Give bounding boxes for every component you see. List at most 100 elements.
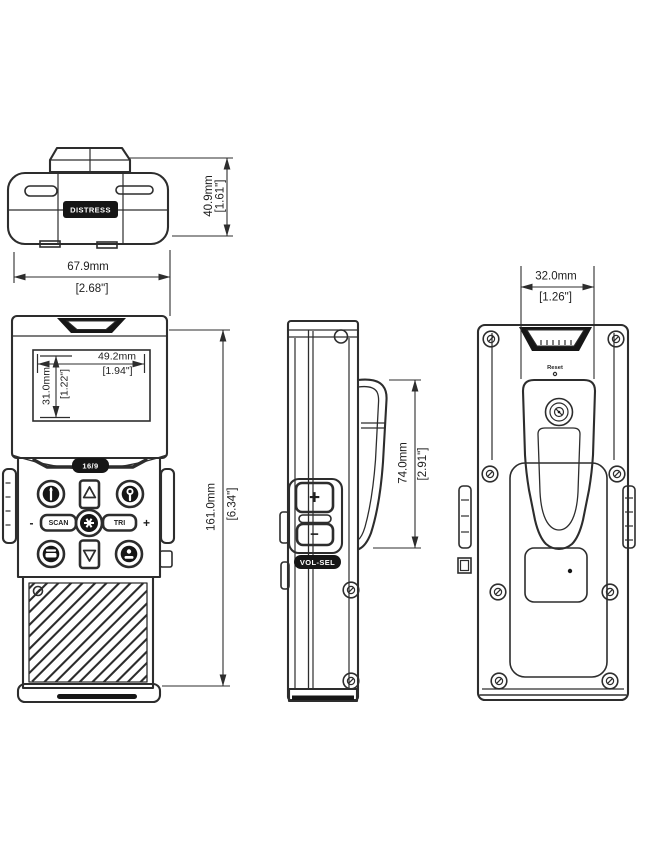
- keypad-plus-label: +: [143, 516, 150, 530]
- back-rail-right-ridges: [625, 497, 633, 541]
- dim-clip-width-in: [1.26"]: [539, 292, 572, 304]
- dim-front-width-mm: 67.9mm: [67, 261, 109, 273]
- keypad-button-bottom-right-face: [120, 545, 138, 563]
- back-rail-left-ridges: [461, 499, 469, 533]
- top-slot-right: [115, 185, 154, 195]
- front-upper-body: [10, 314, 169, 460]
- belt-clip-slot: [537, 427, 581, 531]
- ch-16-9-label: 16/9: [82, 462, 98, 471]
- reset-hole: [552, 371, 558, 377]
- side-button-right: [159, 467, 176, 545]
- alarm-icon-base: [124, 556, 134, 559]
- top-slot-left: [24, 185, 58, 197]
- asterisk-icon-c: [85, 518, 93, 528]
- power-icon-dot: [49, 488, 53, 492]
- top-view: DISTRESS: [6, 146, 170, 249]
- back-latch-left: [457, 557, 472, 574]
- side-bump-lower: [280, 561, 290, 590]
- belt-clip-profile-inner: [357, 385, 380, 541]
- belt-clip-screw-dot: [557, 410, 561, 414]
- keypad-button-top-right: [115, 479, 145, 509]
- keypad-button-bottom-left: [36, 539, 66, 569]
- distress-label: DISTRESS: [70, 206, 111, 215]
- screw-icon: [481, 465, 499, 483]
- mic-hole-slash: [35, 588, 41, 594]
- dimension-front-width: 67.9mm [2.68"]: [13, 250, 171, 316]
- dim-screen-width-in: [1.94"]: [103, 365, 133, 377]
- dim-top-height-mm: 40.9mm: [203, 175, 215, 217]
- dimension-screen-width: 49.2mm [1.94"]: [36, 351, 146, 377]
- belt-clip-back: [521, 378, 597, 551]
- dim-body-height-mm: 161.0mm: [206, 483, 218, 531]
- screw-icon: [490, 672, 508, 690]
- volume-down-button: [295, 522, 335, 547]
- dim-clip-length-mm: 74.0mm: [398, 442, 410, 484]
- screw-icon: [607, 330, 625, 348]
- side-bottom-bar: [292, 695, 354, 700]
- back-view: Reset: [457, 323, 636, 702]
- dim-clip-length-in: [2.91"]: [417, 448, 429, 481]
- front-bottom-bar: [57, 694, 137, 699]
- distress-button: [63, 201, 118, 218]
- battery-latch-grip: [540, 340, 572, 345]
- tri-button: [101, 513, 138, 532]
- mic-hole-icon: [32, 585, 44, 597]
- screw-icon: [608, 465, 626, 483]
- screw-icon: [342, 672, 360, 690]
- keypad-minus-label: -: [30, 516, 34, 530]
- screw-icon: [482, 330, 500, 348]
- reset-label: Reset: [547, 365, 563, 371]
- speaker-grille: [29, 583, 147, 682]
- volume-plus-glyph: +: [309, 488, 320, 509]
- battery-latch-inner: [526, 329, 585, 347]
- belt-clip-screw-boss: [544, 397, 574, 427]
- dim-body-height-in: [6.34"]: [227, 488, 239, 521]
- back-rail-left: [458, 485, 472, 549]
- screw-icon: [601, 583, 619, 601]
- ch-16-9-button: [72, 458, 109, 473]
- dimension-clip-length: 74.0mm [2.91"]: [373, 379, 429, 549]
- belt-clip-screw: [553, 406, 565, 418]
- belt-clip-profile: [356, 378, 388, 551]
- front-view: 16/9 - SCAN TRI +: [1, 314, 176, 704]
- speaker-housing: [21, 575, 155, 690]
- key-bezel-band: [32, 458, 148, 469]
- back-access-panel: [524, 547, 588, 603]
- screw-icon: [489, 583, 507, 601]
- vol-sel-badge: [294, 555, 341, 569]
- side-bottom-cap: [287, 687, 359, 703]
- belt-clip-screw-ring: [549, 402, 569, 422]
- rocker-divider: [298, 514, 332, 524]
- display: [32, 349, 151, 422]
- top-foot-left: [39, 240, 61, 248]
- dim-screen-width-mm: 49.2mm: [98, 351, 136, 363]
- dimension-clip-width: 32.0mm [1.26"]: [520, 266, 595, 379]
- dim-clip-width-mm: 32.0mm: [535, 271, 577, 283]
- screw-icon: [342, 581, 360, 599]
- back-body-outline: [476, 323, 630, 702]
- dimension-top-height: 40.9mm [1.61"]: [128, 157, 233, 237]
- top-body-outline: [6, 171, 170, 246]
- back-panel-hole: [567, 568, 573, 574]
- dim-top-height-in: [1.61"]: [215, 180, 227, 213]
- volume-minus-glyph: −: [310, 526, 319, 543]
- speaker-frame: [28, 582, 148, 683]
- down-triangle-icon: [82, 549, 97, 562]
- keypad: - SCAN TRI +: [30, 479, 150, 570]
- dimension-body-height: 161.0mm [6.34"]: [162, 329, 239, 687]
- vol-sel-label: VOL-SEL: [300, 558, 335, 567]
- dim-screen-height-in: [1.22"]: [59, 369, 71, 399]
- alarm-icon: [126, 549, 132, 554]
- front-top-notch-inner: [65, 320, 118, 330]
- back-rail-right: [622, 485, 636, 549]
- ptt-button: [1, 467, 18, 545]
- side-view: + − VOL-SEL: [279, 319, 388, 703]
- keypad-button-bottom-right: [114, 539, 144, 569]
- side-latch-right: [159, 550, 173, 568]
- side-bump-upper: [279, 511, 290, 544]
- dim-screen-height-mm: 31.0mm: [41, 367, 53, 405]
- top-foot-right: [96, 241, 118, 249]
- scan-label: SCAN: [49, 520, 69, 527]
